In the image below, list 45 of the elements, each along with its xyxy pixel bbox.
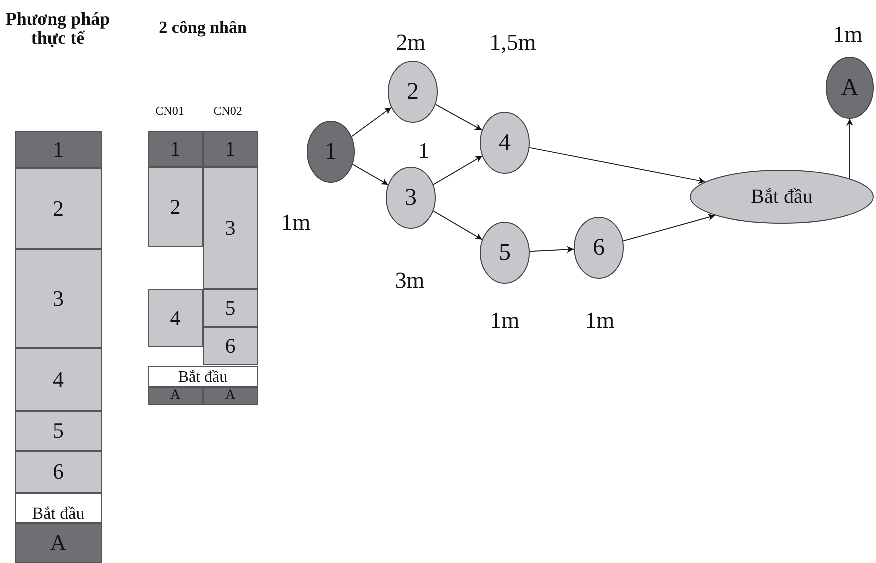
task-block: 4 [148, 289, 203, 347]
task-block: 5 [15, 411, 102, 451]
task-block: 2 [148, 167, 203, 247]
arrow [529, 147, 706, 184]
task-block: 2 [15, 168, 102, 249]
duration-label: 1m [280, 210, 312, 236]
task-ellipse: 6 [574, 217, 624, 279]
task-ellipse: 5 [480, 222, 530, 284]
task-block: 4 [15, 348, 102, 411]
task-ellipse: 2 [388, 61, 438, 123]
duration-label: 1m [584, 308, 616, 334]
milestone-block: Bắt đầu [15, 493, 102, 523]
task-block: 6 [203, 327, 258, 365]
task-block: 3 [15, 249, 102, 348]
duration-label: 3m [394, 268, 426, 294]
arrow [435, 104, 483, 131]
arrow [352, 164, 389, 186]
column-heading: Phương pháp thực tế [4, 10, 112, 48]
task-ellipse: 4 [480, 112, 530, 174]
arrow [846, 118, 854, 180]
arrow [351, 107, 392, 138]
arrow [529, 246, 575, 254]
task-block: 5 [203, 289, 258, 327]
task-block: 1 [15, 131, 102, 168]
arrow [433, 156, 483, 186]
task-block: 3 [203, 167, 258, 289]
task-block: A [203, 387, 258, 405]
arrow [622, 214, 716, 242]
task-ellipse: A [826, 57, 874, 119]
duration-label: 1 [418, 140, 430, 162]
task-block: A [15, 523, 102, 563]
column-heading: 2 công nhân [158, 18, 248, 38]
task-block: 1 [148, 131, 203, 167]
duration-label: 1,5m [488, 30, 538, 56]
duration-label: 1m [832, 22, 864, 48]
task-ellipse: 3 [386, 167, 436, 229]
task-ellipse: 1 [307, 121, 355, 183]
milestone-ellipse: Bắt đầu [690, 170, 874, 224]
task-block: 1 [203, 131, 258, 167]
arrow [433, 210, 483, 240]
task-block: A [148, 387, 203, 405]
task-block: 6 [15, 451, 102, 493]
milestone-block: Bắt đầu [148, 366, 258, 387]
duration-label: 1m [489, 308, 521, 334]
duration-label: 2m [395, 30, 427, 56]
